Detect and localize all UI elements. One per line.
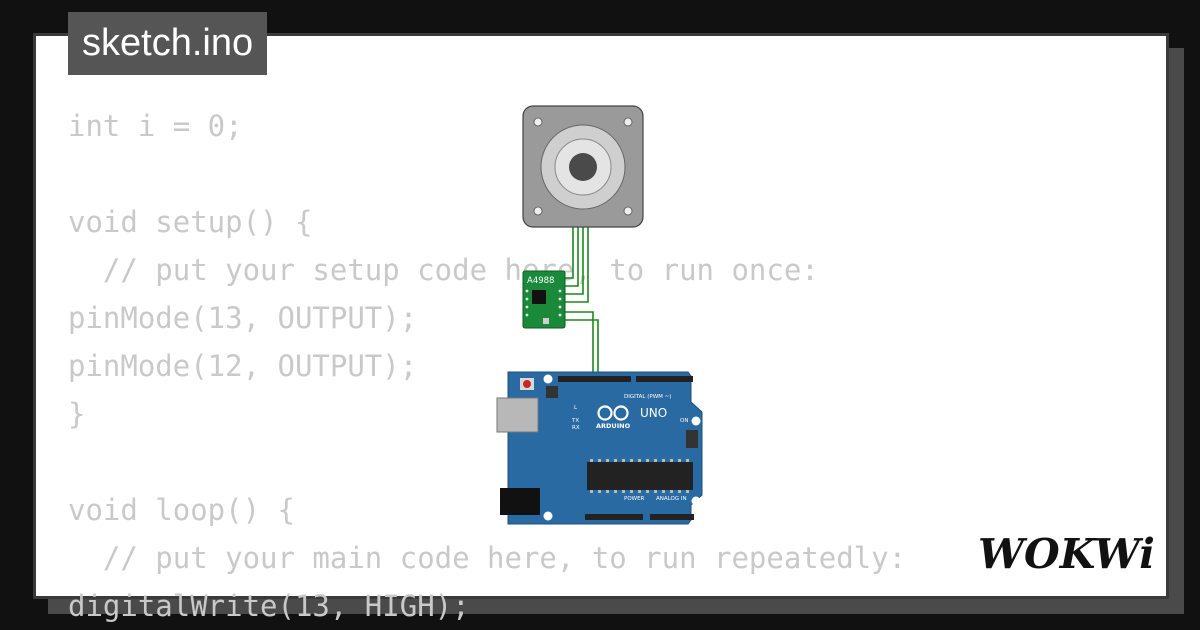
wokwi-logo-text: WOKWi xyxy=(978,530,1155,578)
code-line: pinMode(13, OUTPUT); xyxy=(68,301,418,335)
l-led-label: L xyxy=(574,405,578,411)
file-title: sketch.ino xyxy=(68,12,268,75)
wokwi-logo: WOKWi xyxy=(978,530,1155,578)
a4988-driver[interactable]: A4988 xyxy=(522,270,566,329)
digital-label: DIGITAL (PWM ~) xyxy=(624,394,671,400)
arduino-model: UNO xyxy=(640,406,667,420)
circuit-diagram: A4988 DIGITAL (PWM ~) L TX RX ON xyxy=(496,105,703,525)
arduino-brand: ARDUINO xyxy=(596,422,631,430)
code-line: void setup() { xyxy=(68,205,313,239)
power-header xyxy=(585,514,643,520)
rx-label: RX xyxy=(572,425,580,431)
code-line xyxy=(68,438,906,486)
digital-header xyxy=(636,376,693,382)
atmega-chip xyxy=(587,462,693,490)
stepper-motor[interactable] xyxy=(522,105,644,228)
analog-header xyxy=(650,514,694,520)
driver-label: A4988 xyxy=(527,276,554,286)
code-line: digitalWrite(13, HIGH); xyxy=(68,589,470,623)
code-line: // put your main code here, to run repea… xyxy=(68,541,907,575)
signal-wires xyxy=(564,311,599,376)
power-jack xyxy=(500,488,540,515)
code-line: } xyxy=(68,397,86,431)
motor-wires xyxy=(564,227,589,303)
on-label: ON xyxy=(680,418,688,424)
code-preview: int i = 0; void setup() { // put your set… xyxy=(68,102,906,630)
tx-label: TX xyxy=(571,418,579,424)
code-line: void loop() { xyxy=(68,493,295,527)
code-line: // put your setup code here, to run once… xyxy=(68,253,819,287)
arduino-infinity-logo xyxy=(597,405,629,421)
code-line xyxy=(68,150,906,198)
code-line: pinMode(12, OUTPUT); xyxy=(68,349,418,383)
usb-port xyxy=(496,397,539,433)
code-line: int i = 0; xyxy=(68,109,243,143)
analog-label: ANALOG IN xyxy=(656,496,687,502)
digital-header xyxy=(558,376,631,382)
arduino-uno-board[interactable]: DIGITAL (PWM ~) L TX RX ON ARDUINO UNO P… xyxy=(496,371,703,525)
power-label: POWER xyxy=(624,496,645,502)
